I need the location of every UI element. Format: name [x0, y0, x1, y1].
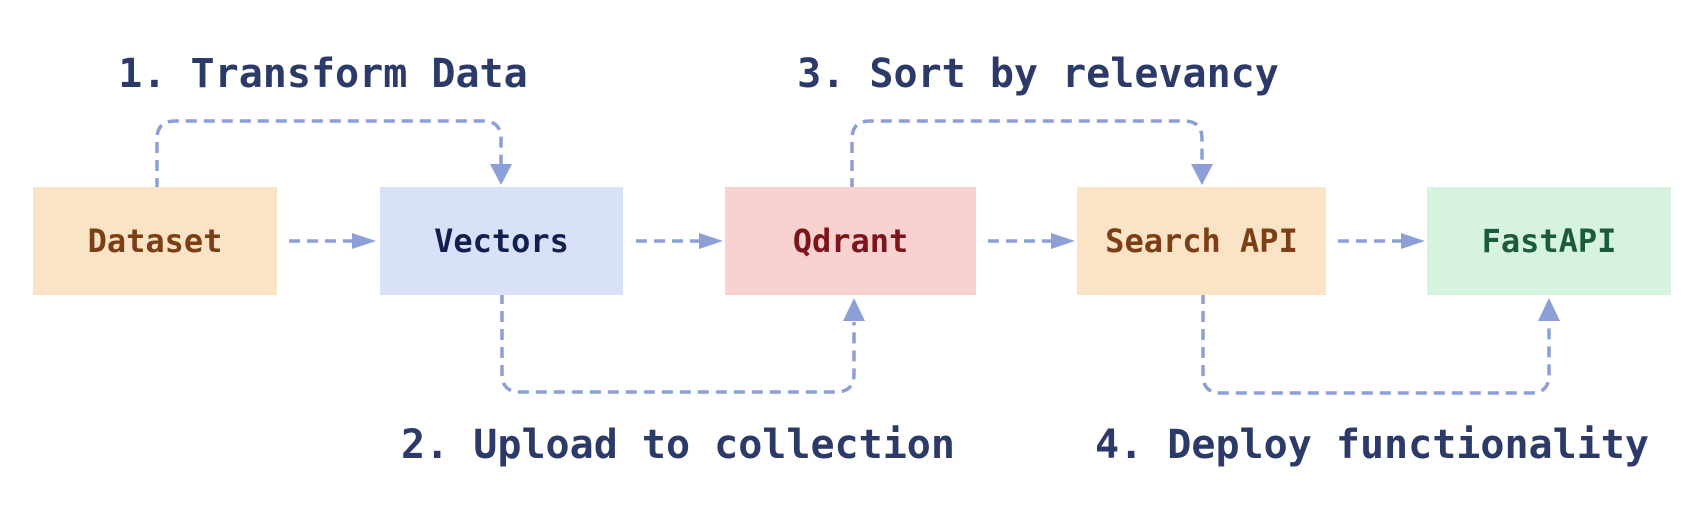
node-search-api-label: Search API [1105, 222, 1298, 260]
node-qdrant-label: Qdrant [792, 222, 909, 260]
node-vectors-label: Vectors [434, 222, 569, 260]
arrowhead-down-icon [1191, 164, 1213, 185]
node-search-api: Search API [1077, 187, 1326, 295]
node-dataset-label: Dataset [87, 222, 223, 260]
node-dataset: Dataset [33, 187, 277, 295]
arrowhead-down-icon [490, 164, 512, 185]
node-vectors: Vectors [380, 187, 623, 295]
arc-sort-by-relevancy [850, 119, 1204, 189]
arc-transform-data [155, 119, 503, 189]
step-label-deploy-functionality: 4. Deploy functionality [1095, 422, 1649, 468]
arrowhead-up-icon [843, 298, 865, 321]
arrowhead-right-icon [699, 233, 723, 249]
arrowhead-right-icon [1401, 233, 1425, 249]
step-label-transform-data: 1. Transform Data [118, 51, 528, 97]
node-fastapi-label: FastAPI [1481, 222, 1617, 260]
step-label-sort-by-relevancy: 3. Sort by relevancy [797, 51, 1279, 97]
step-label-upload-to-collection: 2. Upload to collection [401, 422, 955, 468]
arrowhead-right-icon [1051, 233, 1075, 249]
arrowhead-right-icon [352, 233, 376, 249]
node-fastapi: FastAPI [1427, 187, 1671, 295]
arrowhead-up-icon [1538, 298, 1560, 321]
node-qdrant: Qdrant [725, 187, 976, 295]
arc-deploy-functionality [1201, 293, 1551, 395]
arc-upload-to-collection [500, 293, 856, 394]
